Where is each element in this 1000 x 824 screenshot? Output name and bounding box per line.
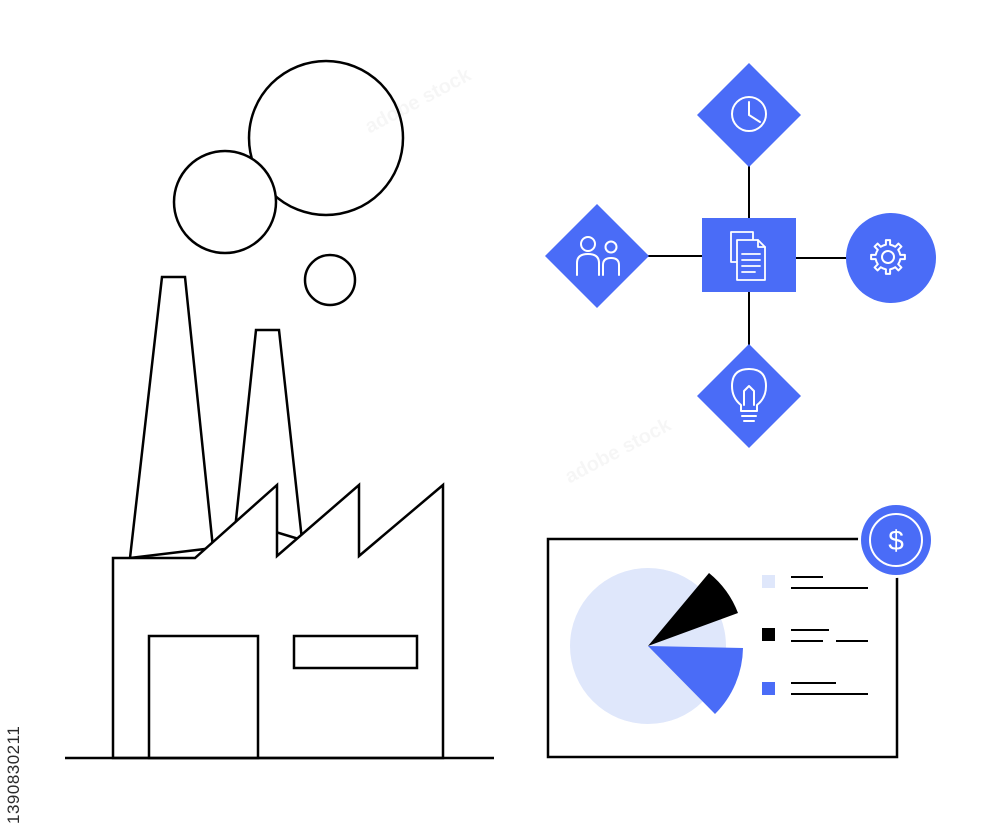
dollar-icon: $: [888, 525, 904, 556]
coin-ring: [869, 513, 923, 567]
chimney-right: [234, 328, 304, 542]
coin-body: [861, 505, 931, 575]
dollar-coin: $: [858, 502, 934, 578]
node-center: [702, 218, 796, 292]
node-bottom: [697, 344, 801, 448]
chart-legend: [762, 575, 868, 695]
legend-swatch-light: [762, 575, 775, 588]
smoke-cloud-small: [303, 253, 357, 307]
image-id-label: 1390830211: [4, 725, 23, 824]
lightbulb-icon: [731, 368, 767, 422]
pie-slice-blue: [648, 646, 743, 714]
node-left: [545, 204, 649, 308]
factory-illustration: [65, 59, 494, 760]
diamond-bottom: [697, 344, 801, 448]
node-top: [697, 63, 801, 167]
factory-window: [292, 634, 419, 670]
smoke-cloud-medium: [172, 149, 278, 255]
node-right: [846, 213, 936, 303]
legend-swatch-blue: [762, 682, 775, 695]
circle-right: [846, 213, 936, 303]
people-icon: [576, 236, 620, 276]
report-card: $: [546, 502, 934, 759]
legend-swatch-black: [762, 628, 775, 641]
document-icon: [730, 231, 766, 281]
clock-icon: [731, 96, 767, 132]
workflow-diagram: [545, 63, 936, 448]
pie-chart: [570, 568, 743, 724]
chimney-left: [128, 275, 215, 560]
factory-door: [147, 634, 260, 760]
pie-slice-black: [648, 573, 738, 646]
smoke-cloud-large: [247, 59, 405, 217]
gear-icon: [870, 239, 906, 275]
